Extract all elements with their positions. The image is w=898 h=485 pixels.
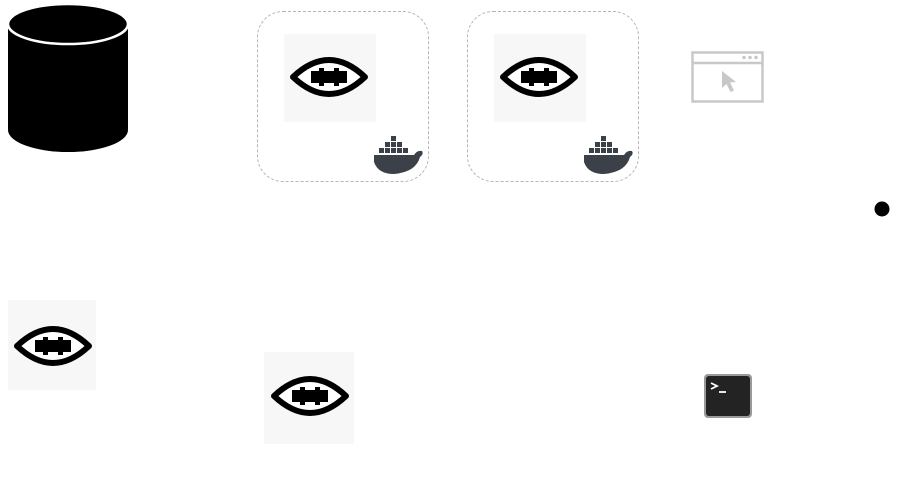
terminal-icon (703, 373, 753, 419)
docker-icon (372, 134, 426, 176)
browser-window-icon (691, 51, 764, 103)
database (6, 2, 130, 154)
football-icon (14, 318, 92, 374)
football-icon (500, 49, 578, 105)
docker-container-1 (257, 11, 429, 182)
dot-icon (874, 201, 890, 217)
database-icon (6, 2, 130, 152)
docker-icon (582, 134, 636, 176)
football-icon (271, 368, 349, 424)
docker-container-2 (467, 11, 639, 182)
football-icon (290, 49, 368, 105)
